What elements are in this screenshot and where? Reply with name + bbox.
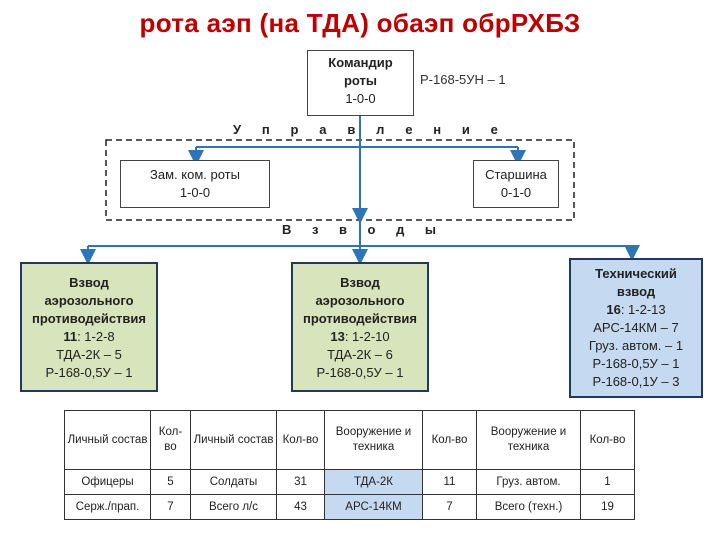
table-cell: 43 xyxy=(276,494,325,520)
tech-platoon-box: Технический взвод 16: 1-2-13 АРС-14КМ – … xyxy=(569,258,703,398)
tech-platoon-radio-2: Р-168-0,1У – 3 xyxy=(592,374,680,389)
platoon-1-staff: : 1-2-8 xyxy=(77,329,115,344)
tech-platoon-staff: : 1-2-13 xyxy=(620,302,666,317)
spaced-letter: р xyxy=(290,122,299,137)
table-cell: 11 xyxy=(422,469,477,495)
spaced-letter: е xyxy=(405,122,413,137)
platoon-1-box: Взвод аэрозольного противодействия 11: 1… xyxy=(20,262,158,392)
spaced-letter: о xyxy=(367,222,376,237)
tech-platoon-count: 16 xyxy=(606,302,621,317)
spaced-letter: В xyxy=(282,222,292,237)
platoon-1-title-line1: Взвод xyxy=(69,275,109,290)
platoon-2-title-line3: противодействия xyxy=(303,311,417,326)
table-header: Кол-во xyxy=(580,410,635,470)
platoon-2-box: Взвод аэрозольного противодействия 13: 1… xyxy=(291,262,429,392)
platoon-2-title-line2: аэрозольного xyxy=(315,293,405,308)
spaced-letter: е xyxy=(490,122,498,137)
tech-platoon-equipment-2: Груз. автом. – 1 xyxy=(588,338,684,353)
table-cell: 5 xyxy=(150,469,191,495)
spaced-letter: л xyxy=(376,122,385,137)
spaced-letter: п xyxy=(261,122,270,137)
spaced-letter: д xyxy=(396,222,405,237)
spaced-letter: н xyxy=(433,122,442,137)
table-header: Кол-во xyxy=(150,410,191,470)
tech-platoon-title-line2: взвод xyxy=(616,284,656,299)
commander-radio: Р-168-5УН – 1 xyxy=(420,72,506,87)
platoon-2-staff: : 1-2-10 xyxy=(344,329,390,344)
table-cell: 7 xyxy=(422,494,477,520)
spaced-letter: У xyxy=(233,122,242,137)
table-cell: 7 xyxy=(150,494,191,520)
spaced-letter: и xyxy=(461,122,470,137)
platoon-2-title-line1: Взвод xyxy=(340,275,380,290)
table-cell: Солдаты xyxy=(190,469,277,495)
platoon-1-radio: Р-168-0,5У – 1 xyxy=(45,365,133,380)
sergeant-major-box: Старшина 0-1-0 xyxy=(473,160,559,208)
tech-platoon-equipment-1: АРС-14КМ – 7 xyxy=(593,320,679,335)
platoon-1-title-line3: противодействия xyxy=(32,311,146,326)
commander-title-line2: роты xyxy=(343,73,378,88)
platoon-1-title-line2: аэрозольного xyxy=(44,293,134,308)
spaced-letter: ы xyxy=(424,222,436,237)
table-header-row: Личный состав Кол-во Личный состав Кол-в… xyxy=(64,410,635,470)
table-cell: 19 xyxy=(580,494,635,520)
table-header: Кол-во xyxy=(276,410,325,470)
table-cell: ТДА-2К xyxy=(324,469,423,495)
table-cell: 1 xyxy=(580,469,635,495)
tech-platoon-title-line1: Технический xyxy=(595,266,677,281)
table-cell: Офицеры xyxy=(64,469,151,495)
spaced-letter: в xyxy=(338,222,347,237)
table-header: Личный состав xyxy=(190,410,277,470)
table-cell: Серж./прап. xyxy=(64,494,151,520)
platoon-1-equipment: ТДА-2К – 5 xyxy=(56,347,122,362)
spaced-letter: з xyxy=(311,222,319,237)
table-header: Вооружение и техника xyxy=(324,410,423,470)
platoon-2-equipment: ТДА-2К – 6 xyxy=(327,347,393,362)
management-group-frame xyxy=(105,139,575,221)
platoon-2-radio: Р-168-0,5У – 1 xyxy=(316,365,404,380)
spaced-letter: в xyxy=(347,122,356,137)
table-cell: Всего (техн.) xyxy=(476,494,581,520)
summary-table: Личный состав Кол-во Личный состав Кол-в… xyxy=(64,410,635,520)
table-cell: 31 xyxy=(276,469,325,495)
table-row: Офицеры 5 Солдаты 31 ТДА-2К 11 Груз. авт… xyxy=(64,469,635,495)
sergeant-major-title: Старшина xyxy=(485,167,547,182)
table-row: Серж./прап. 7 Всего л/с 43 АРС-14КМ 7 Вс… xyxy=(64,494,635,520)
tech-platoon-radio-1: Р-168-0,5У – 1 xyxy=(592,356,680,371)
commander-title-line1: Командир xyxy=(328,55,393,70)
table-cell: Всего л/с xyxy=(190,494,277,520)
deputy-staff: 1-0-0 xyxy=(179,185,211,200)
page-title: рота аэп (на ТДА) обаэп обрРХБЗ xyxy=(139,8,581,38)
platoon-1-count: 11 xyxy=(63,329,78,344)
sergeant-major-staff: 0-1-0 xyxy=(500,185,532,200)
table-cell: АРС-14КМ xyxy=(324,494,423,520)
spaced-letter: а xyxy=(319,122,327,137)
deputy-box: Зам. ком. роты 1-0-0 xyxy=(120,160,270,208)
table-cell: Груз. автом. xyxy=(476,469,581,495)
deputy-title: Зам. ком. роты xyxy=(150,167,240,182)
table-header: Личный состав xyxy=(64,410,151,470)
table-header: Кол-во xyxy=(422,410,477,470)
commander-box: Командир роты 1-0-0 xyxy=(307,50,414,116)
commander-staff: 1-0-0 xyxy=(345,91,376,106)
platoon-2-count: 13 xyxy=(330,329,345,344)
table-header: Вооружение и техника xyxy=(476,410,581,470)
